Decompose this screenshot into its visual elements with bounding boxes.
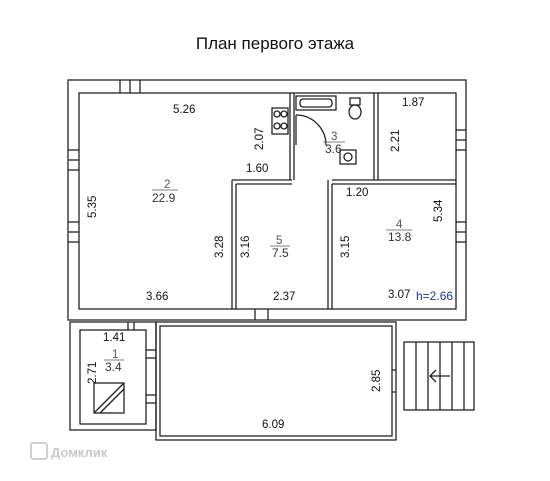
dim-5.34: 5.34 bbox=[433, 199, 445, 222]
sink bbox=[339, 149, 357, 165]
room-2-number: 2 bbox=[164, 179, 170, 191]
dim-3.16: 3.16 bbox=[240, 236, 252, 258]
dim-1.41: 1.41 bbox=[103, 332, 125, 344]
dim-2.37: 2.37 bbox=[273, 291, 295, 303]
height-label: h=2.66 bbox=[416, 289, 453, 303]
dim-2.71: 2.71 bbox=[87, 362, 99, 384]
lower-veranda bbox=[155, 321, 397, 441]
room-3-area: 3.6 bbox=[325, 142, 342, 156]
watermark-text: Домклик bbox=[51, 445, 108, 460]
windows bbox=[68, 80, 466, 243]
room-1-number: 1 bbox=[112, 349, 118, 361]
stove bbox=[271, 107, 289, 135]
dim-3.28: 3.28 bbox=[214, 236, 226, 258]
room-4-number: 4 bbox=[396, 219, 403, 231]
toilet bbox=[349, 97, 361, 106]
domclick-logo-icon bbox=[30, 442, 48, 460]
room-3-number: 3 bbox=[331, 131, 337, 143]
room-5-number: 5 bbox=[276, 235, 282, 247]
dim-2.85: 2.85 bbox=[371, 370, 383, 392]
dim-6.09: 6.09 bbox=[262, 419, 284, 431]
plan-title: План первого этажа bbox=[195, 34, 355, 53]
exterior-stairs bbox=[403, 341, 475, 411]
dim-1.60: 1.60 bbox=[246, 163, 268, 175]
dim-1.20: 1.20 bbox=[346, 187, 368, 199]
dim-2.07: 2.07 bbox=[254, 128, 266, 150]
dim-5.35: 5.35 bbox=[87, 196, 99, 218]
dim-3.07: 3.07 bbox=[388, 289, 410, 301]
inner-wall-upper bbox=[78, 92, 457, 310]
bathtub bbox=[295, 95, 337, 111]
door-arc bbox=[295, 114, 327, 146]
dim-3.15: 3.15 bbox=[340, 236, 352, 258]
watermark: Домклик bbox=[30, 442, 107, 460]
stair-icon bbox=[93, 382, 125, 414]
room-5-area: 7.5 bbox=[272, 246, 289, 260]
outer-wall-upper bbox=[67, 79, 467, 321]
room-2-area: 22.9 bbox=[152, 191, 176, 205]
room-1-area: 3.4 bbox=[105, 360, 122, 374]
dim-2.21: 2.21 bbox=[390, 130, 402, 152]
room-4-area: 13.8 bbox=[388, 230, 412, 244]
dim-1.87: 1.87 bbox=[402, 97, 424, 109]
dim-3.66: 3.66 bbox=[146, 291, 168, 303]
dim-5.26: 5.26 bbox=[173, 104, 195, 116]
